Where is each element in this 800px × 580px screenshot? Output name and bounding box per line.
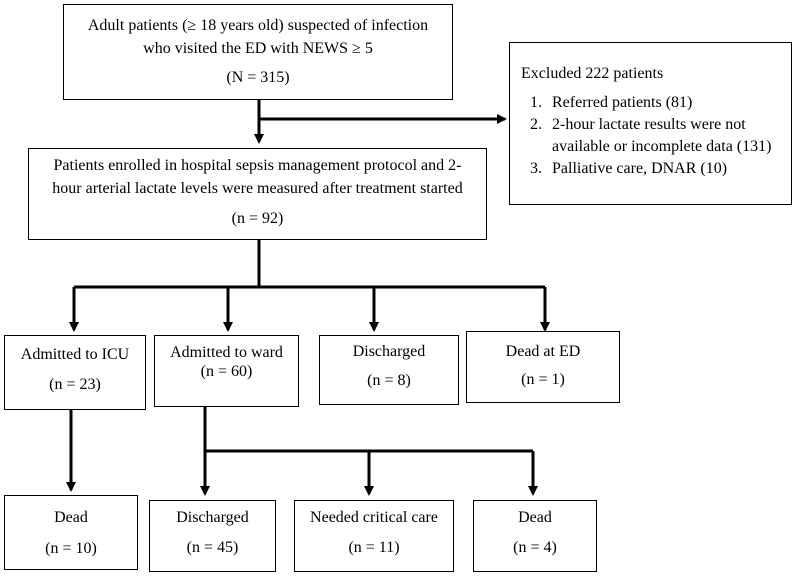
excluded-box: Excluded 222 patients 1. Referred patien… [509,42,792,205]
icu-dead-box: Dead (n = 10) [4,495,138,570]
top-box: Adult patients (≥ 18 years old) suspecte… [63,4,453,100]
icu-box: Admitted to ICU (n = 23) [4,335,146,410]
icu-dead-label: Dead [54,509,88,526]
icu-count: (n = 23) [49,376,101,393]
ward-dead-label: Dead [518,509,552,526]
discharged-label: Discharged [352,343,426,360]
excluded-item-2-num: 2. [530,116,542,133]
top-line1: Adult patients (≥ 18 years old) suspecte… [87,17,429,34]
enrolled-line1: Patients enrolled in hospital sepsis man… [53,157,462,174]
excluded-item-2-text-line1: 2-hour lactate results were not [552,116,746,133]
ward-label: Admitted to ward [170,344,283,361]
ward-discharged-box: Discharged (n = 45) [149,500,276,572]
enrolled-box: Patients enrolled in hospital sepsis man… [28,148,487,240]
excluded-item-3-text: Palliative care, DNAR (10) [552,160,728,177]
ward-count: (n = 60) [200,363,253,380]
critical-care-box: Needed critical care (n = 11) [294,500,454,572]
ward-box: Admitted to ward (n = 60) [154,335,299,407]
excluded-item-3-num: 3. [530,160,542,177]
discharged-box: Discharged (n = 8) [319,335,459,405]
excluded-title: Excluded 222 patients [521,65,664,82]
dead-ed-label: Dead at ED [505,343,581,360]
excluded-item-2-text-line2: available or incomplete data (131) [552,138,772,155]
icu-label: Admitted to ICU [20,346,130,363]
ward-discharged-count: (n = 45) [186,539,239,556]
critical-care-label: Needed critical care [310,509,438,526]
top-line2: who visited the ED with NEWS ≥ 5 [143,40,373,57]
icu-dead-count: (n = 10) [45,540,97,557]
enrolled-count: (n = 92) [231,210,284,227]
excluded-item-1-num: 1. [530,94,542,111]
ward-discharged-label: Discharged [176,509,249,526]
dead-ed-count: (n = 1) [521,371,565,388]
ward-dead-box: Dead (n = 4) [473,500,597,572]
excluded-item-1-text: Referred patients (81) [552,94,693,111]
top-count: (N = 315) [226,69,290,86]
critical-care-count: (n = 11) [348,539,400,556]
dead-ed-box: Dead at ED (n = 1) [466,331,620,403]
enrolled-line2: hour arterial lactate levels were measur… [52,180,463,197]
ward-dead-count: (n = 4) [513,539,557,556]
discharged-count: (n = 8) [367,372,411,389]
